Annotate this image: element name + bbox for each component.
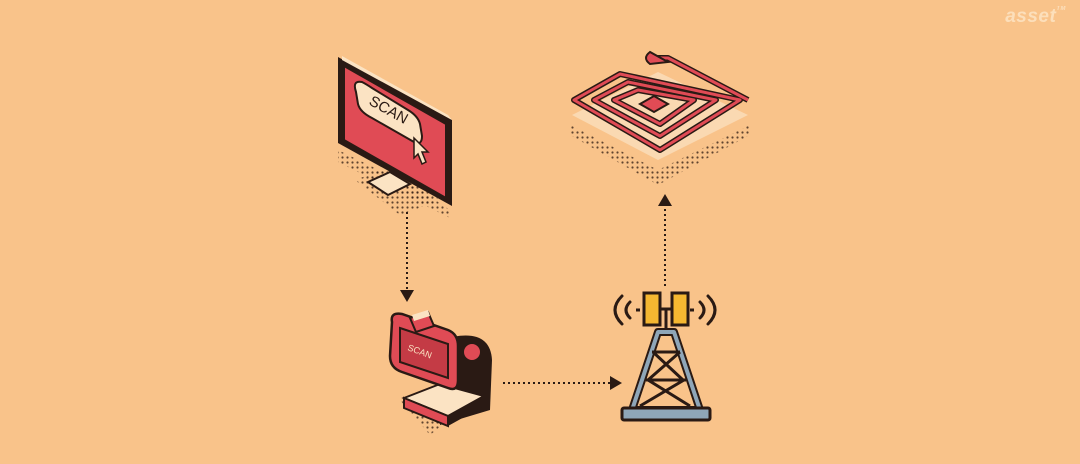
scanner-device: SCAN xyxy=(388,310,492,435)
computer-monitor: SCAN xyxy=(338,56,452,218)
arrow-tower-to-tag xyxy=(658,194,672,286)
arrow-monitor-to-scanner xyxy=(400,212,414,302)
rfid-antenna-icon xyxy=(570,50,750,185)
cell-tower-icon xyxy=(613,291,717,422)
asset-logo: assetTM xyxy=(1005,6,1066,28)
cursor-pointer-icon xyxy=(413,136,430,166)
arrow-scanner-to-tower xyxy=(503,376,622,390)
logo-text: asset xyxy=(1005,6,1057,27)
logo-mark: TM xyxy=(1056,6,1066,12)
